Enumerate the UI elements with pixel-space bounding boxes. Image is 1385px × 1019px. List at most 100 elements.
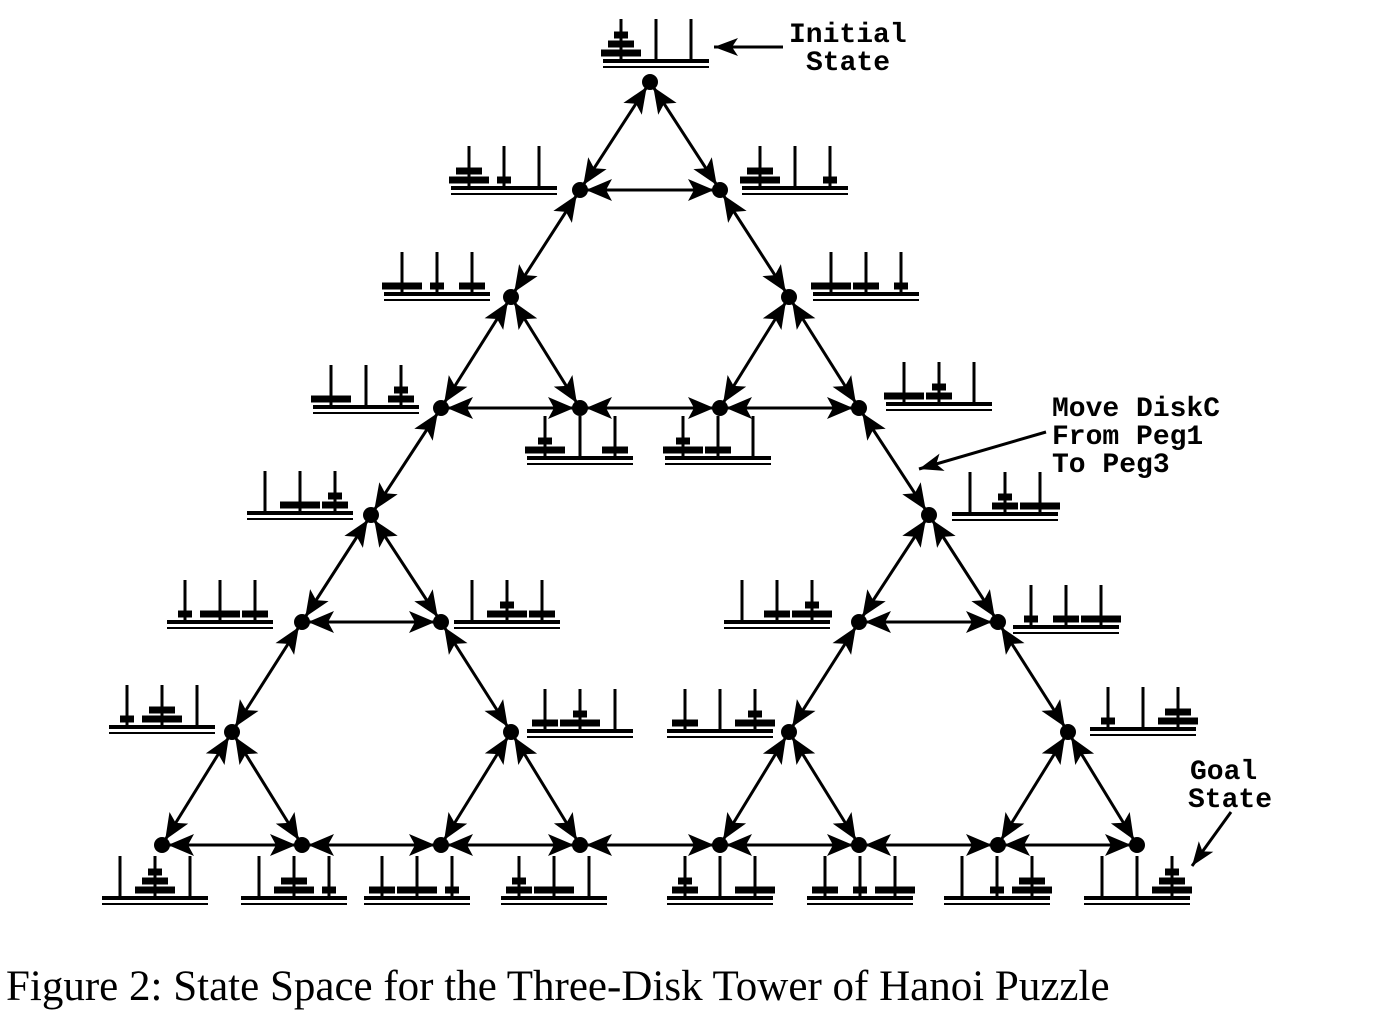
edge-111-311: [648, 81, 722, 191]
arrowhead-icon: [966, 611, 992, 633]
state-node-321: [781, 289, 797, 305]
state-icon-113: [667, 856, 775, 905]
edge-332-132: [300, 514, 373, 623]
arrowhead-icon: [792, 737, 816, 765]
arrowhead-icon: [653, 87, 677, 115]
arrowhead-icon: [865, 611, 891, 633]
arrowhead-icon: [862, 589, 886, 617]
edge-223-323: [857, 514, 931, 623]
edge-321-121: [718, 296, 791, 409]
arrowhead-icon: [514, 264, 538, 292]
arrowhead-icon: [865, 834, 891, 856]
annotation-text: Move DiskC: [1052, 394, 1220, 425]
arrowhead-icon: [723, 812, 747, 840]
arrowhead-icon: [623, 87, 647, 115]
state-icon-323: [724, 580, 832, 629]
state-node-322: [294, 837, 310, 853]
state-node-123: [990, 614, 1006, 630]
arrowhead-icon: [548, 834, 574, 856]
state-node-122: [224, 724, 240, 740]
state-icon-312: [364, 856, 470, 905]
state-node-112: [572, 837, 588, 853]
state-node-113: [712, 837, 728, 853]
arrowhead-icon: [723, 375, 747, 403]
arrowhead-icon: [1041, 737, 1065, 765]
arrowhead-icon: [586, 179, 612, 201]
arrowhead-icon: [862, 413, 886, 441]
arrowhead-icon: [932, 520, 956, 548]
state-node-111: [642, 74, 658, 90]
state-icon-131: [525, 416, 633, 465]
arrowhead-icon: [205, 737, 229, 765]
edge-213-233: [859, 834, 998, 856]
state-node-131: [572, 400, 588, 416]
state-node-133: [1060, 724, 1076, 740]
state-icon-333: [1084, 856, 1192, 905]
arrowhead-icon: [586, 834, 612, 856]
arrowhead-icon: [827, 397, 853, 419]
arrowhead-icon: [688, 179, 714, 201]
edge-231-131: [509, 296, 582, 409]
arrowhead-icon: [444, 375, 468, 403]
arrowhead-icon: [1004, 834, 1030, 856]
edge-331-332: [369, 407, 443, 516]
arrowhead-icon: [305, 589, 329, 617]
arrowhead-icon: [409, 834, 435, 856]
arrowhead-icon: [447, 397, 473, 419]
arrowhead-icon: [414, 589, 438, 617]
arrowhead-icon: [168, 834, 194, 856]
state-icon-212: [527, 689, 633, 738]
arrowhead-icon: [553, 195, 577, 223]
state-node-212: [503, 724, 519, 740]
state-node-222: [154, 837, 170, 853]
arrowhead-icon: [275, 812, 299, 840]
arrowhead-icon: [444, 812, 468, 840]
edge-323-123: [859, 611, 998, 633]
arrowhead-icon: [902, 520, 926, 548]
edge-122-222: [160, 731, 234, 846]
arrowhead-icon: [762, 737, 786, 765]
state-icon-213: [807, 856, 915, 905]
state-icon-111: [601, 19, 709, 68]
arrowhead-icon: [792, 699, 816, 727]
state-icon-221: [884, 362, 992, 411]
edge-223-123: [927, 514, 1000, 623]
arrowhead-icon: [792, 302, 816, 330]
state-node-233: [990, 837, 1006, 853]
state-icon-231: [382, 252, 490, 301]
arrowhead-icon: [827, 834, 853, 856]
annotation-arrow-line: [918, 430, 1047, 471]
arrowhead-icon: [762, 264, 786, 292]
edge-123-133: [996, 621, 1070, 733]
arrowhead-icon: [374, 520, 398, 548]
annotation-text: State: [806, 48, 890, 79]
state-node-231: [503, 289, 519, 305]
arrowhead-icon: [1105, 834, 1131, 856]
arrowhead-icon: [1071, 737, 1095, 765]
arrowhead-icon: [344, 520, 368, 548]
state-node-121: [712, 400, 728, 416]
state-node-312: [433, 837, 449, 853]
arrowhead-icon: [374, 482, 398, 510]
arrowhead-icon: [693, 157, 717, 185]
annotation-text: Initial: [789, 20, 907, 51]
edge-121-221: [720, 397, 859, 419]
arrowhead-icon: [688, 834, 714, 856]
arrowhead-icon: [235, 737, 259, 765]
arrowhead-icon: [1001, 812, 1025, 840]
arrowhead-icon: [553, 812, 577, 840]
edge-322-312: [302, 834, 441, 856]
edge-122-322: [230, 731, 304, 846]
edge-311-321: [718, 189, 791, 298]
annotation-text: State: [1188, 785, 1272, 816]
arrowhead-icon: [275, 627, 299, 655]
annotation-text: Goal: [1190, 757, 1257, 788]
arrowhead-icon: [726, 834, 752, 856]
arrowhead-icon: [444, 627, 468, 655]
state-icon-121: [663, 416, 771, 465]
arrowhead-icon: [902, 482, 926, 510]
state-icon-313: [667, 689, 775, 738]
arrowhead-icon: [409, 611, 435, 633]
